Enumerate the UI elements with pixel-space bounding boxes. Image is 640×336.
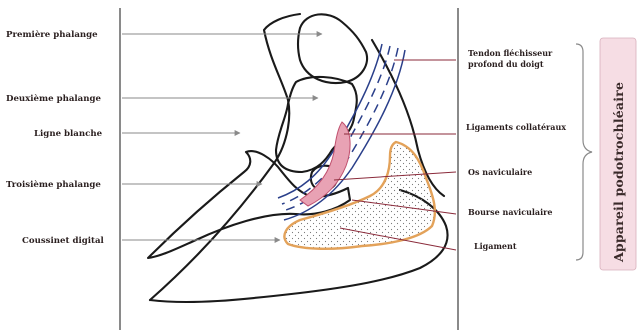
label-ligament: Ligament <box>474 241 517 251</box>
label-tendon-line2: profond du doigt <box>468 59 544 69</box>
label-tendon-line1: Tendon fléchisseur <box>468 48 553 58</box>
group-label: Appareil podotrochléaire <box>611 82 626 263</box>
label-coussinet-digital: Coussinet digital <box>22 236 105 246</box>
label-premiere-phalange: Première phalange <box>6 29 98 40</box>
hoof-wall <box>150 14 300 300</box>
label-bourse-naviculaire: Bourse naviculaire <box>468 207 552 217</box>
label-os-naviculaire: Os naviculaire <box>468 167 532 177</box>
label-troisieme-phalange: Troisième phalange <box>6 179 101 190</box>
label-ligne-blanche: Ligne blanche <box>34 129 103 139</box>
label-ligaments-collateraux: Ligaments collatéraux <box>466 122 566 132</box>
first-phalanx <box>298 14 367 83</box>
label-deuxieme-phalange: Deuxième phalange <box>6 93 101 104</box>
group-bracket <box>576 44 592 260</box>
